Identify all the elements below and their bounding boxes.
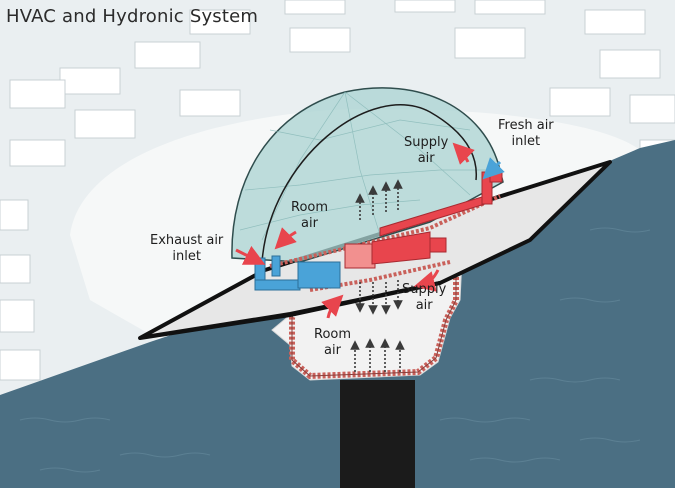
room-air-arrow-top <box>274 227 297 250</box>
fresh-air-arrow <box>482 157 505 180</box>
exhaust-duct <box>254 255 341 291</box>
lower-airflow-arrows <box>355 280 403 315</box>
support-shaft <box>340 380 415 488</box>
upper-airflow-arrows <box>355 179 403 220</box>
water-ripples <box>19 227 651 473</box>
bottom-airflow-arrows <box>350 338 405 372</box>
supply-air-arrow-top <box>452 142 475 165</box>
diagram-title: HVAC and Hydronic System <box>6 6 259 27</box>
supply-air-arrow-lower <box>413 269 440 292</box>
exhaust-air-arrow <box>235 245 266 265</box>
room-air-arrow-lower <box>321 294 344 319</box>
solar-panel-array <box>0 0 675 381</box>
